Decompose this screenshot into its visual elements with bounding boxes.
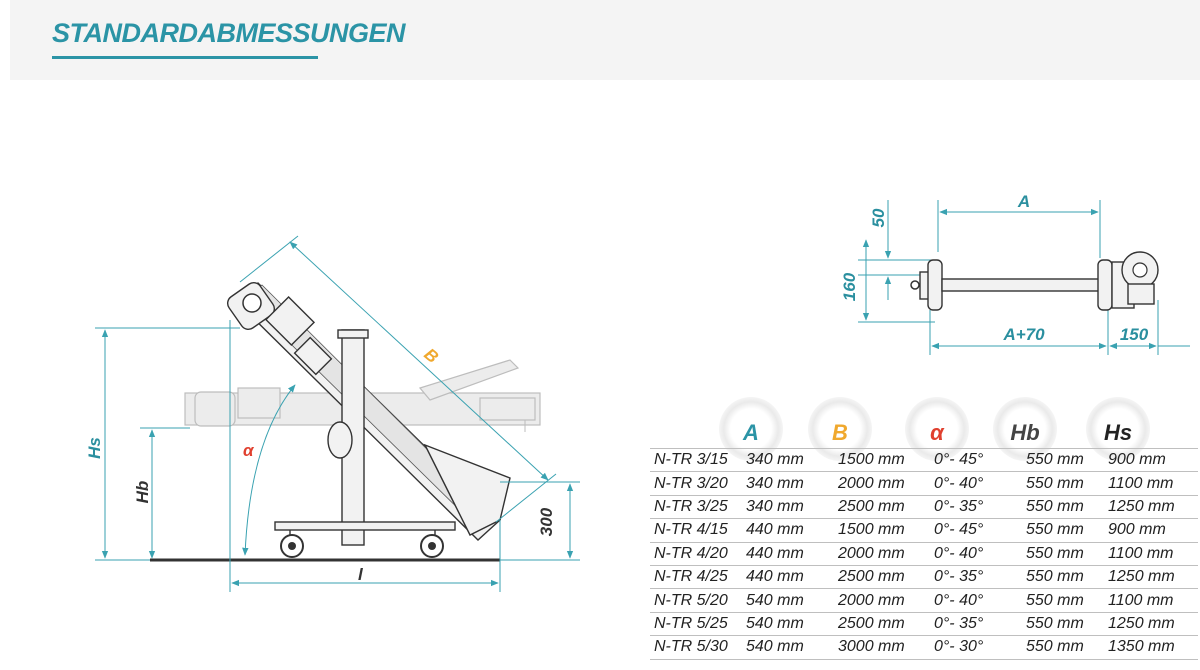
value-cell: 550 mm [1026,542,1108,566]
value-cell: 2000 mm [838,588,934,613]
value-cell: 0°- 40° [934,588,1026,613]
value-cell: 1350 mm [1108,635,1198,660]
model-cell: N-TR 3/20 [650,471,746,496]
value-cell: 550 mm [1026,588,1108,613]
value-cell: 1250 mm [1108,495,1198,520]
value-cell: 1100 mm [1108,542,1198,566]
model-cell: N-TR 5/30 [650,635,746,660]
value-cell: 900 mm [1108,518,1198,543]
label-hb: Hb [133,481,152,504]
value-cell: 2500 mm [838,495,934,520]
label-hs: Hs [85,437,104,459]
value-cell: 440 mm [746,542,838,566]
label-alpha: α [243,441,255,460]
label-a70: A+70 [1002,325,1045,344]
value-cell: 340 mm [746,471,838,496]
label-b: B [420,345,442,367]
title-underline [52,56,318,59]
header-bar [10,0,1200,80]
header-alpha: α [930,420,944,445]
value-cell: 3000 mm [838,635,934,660]
value-cell: 2000 mm [838,542,934,566]
value-cell: 1500 mm [838,518,934,543]
value-cell: 550 mm [1026,447,1108,473]
value-cell: 2500 mm [838,565,934,590]
value-cell: 540 mm [746,588,838,613]
model-cell: N-TR 4/25 [650,565,746,590]
model-cell: N-TR 5/20 [650,588,746,613]
value-cell: 550 mm [1026,471,1108,496]
model-cell: N-TR 3/15 [650,447,746,473]
value-cell: 900 mm [1108,447,1198,473]
value-cell: 540 mm [746,612,838,637]
label-160: 160 [840,272,859,301]
header-hs: Hs [1103,420,1133,445]
value-cell: 0°- 40° [934,471,1026,496]
top-view-drawing: A 50 160 A+70 150 [840,192,1190,355]
value-cell: 550 mm [1026,635,1108,660]
value-cell: 340 mm [746,447,838,473]
label-50: 50 [869,208,888,227]
value-cell: 2500 mm [838,612,934,637]
model-cell: N-TR 3/25 [650,495,746,520]
header-b: B [832,420,848,445]
page-title: STANDARDABMESSUNGEN [52,18,406,48]
value-cell: 550 mm [1026,518,1108,543]
value-cell: 1500 mm [838,447,934,473]
value-cell: 440 mm [746,565,838,590]
value-cell: 0°- 45° [934,518,1026,543]
value-cell: 1250 mm [1108,612,1198,637]
value-cell: 550 mm [1026,612,1108,637]
value-cell: 1100 mm [1108,588,1198,613]
value-cell: 550 mm [1026,565,1108,590]
model-cell: N-TR 5/25 [650,612,746,637]
value-cell: 0°- 30° [934,635,1026,660]
label-a-top: A [1017,192,1030,211]
value-cell: 1250 mm [1108,565,1198,590]
model-cell: N-TR 4/15 [650,518,746,543]
value-cell: 550 mm [1026,495,1108,520]
value-cell: 0°- 45° [934,447,1026,473]
header-hb: Hb [1010,420,1040,445]
value-cell: 340 mm [746,495,838,520]
value-cell: 0°- 35° [934,495,1026,520]
value-cell: 440 mm [746,518,838,543]
value-cell: 2000 mm [838,471,934,496]
value-cell: 0°- 35° [934,612,1026,637]
value-cell: 0°- 35° [934,565,1026,590]
label-150: 150 [1120,325,1149,344]
model-cell: N-TR 4/20 [650,542,746,566]
header-a: A [743,420,759,445]
value-cell: 540 mm [746,635,838,660]
side-view-drawing: Hs Hb α B l 300 [85,235,580,592]
value-cell: 0°- 40° [934,542,1026,566]
label-l: l [358,565,364,584]
label-300: 300 [537,507,556,536]
value-cell: 1100 mm [1108,471,1198,496]
